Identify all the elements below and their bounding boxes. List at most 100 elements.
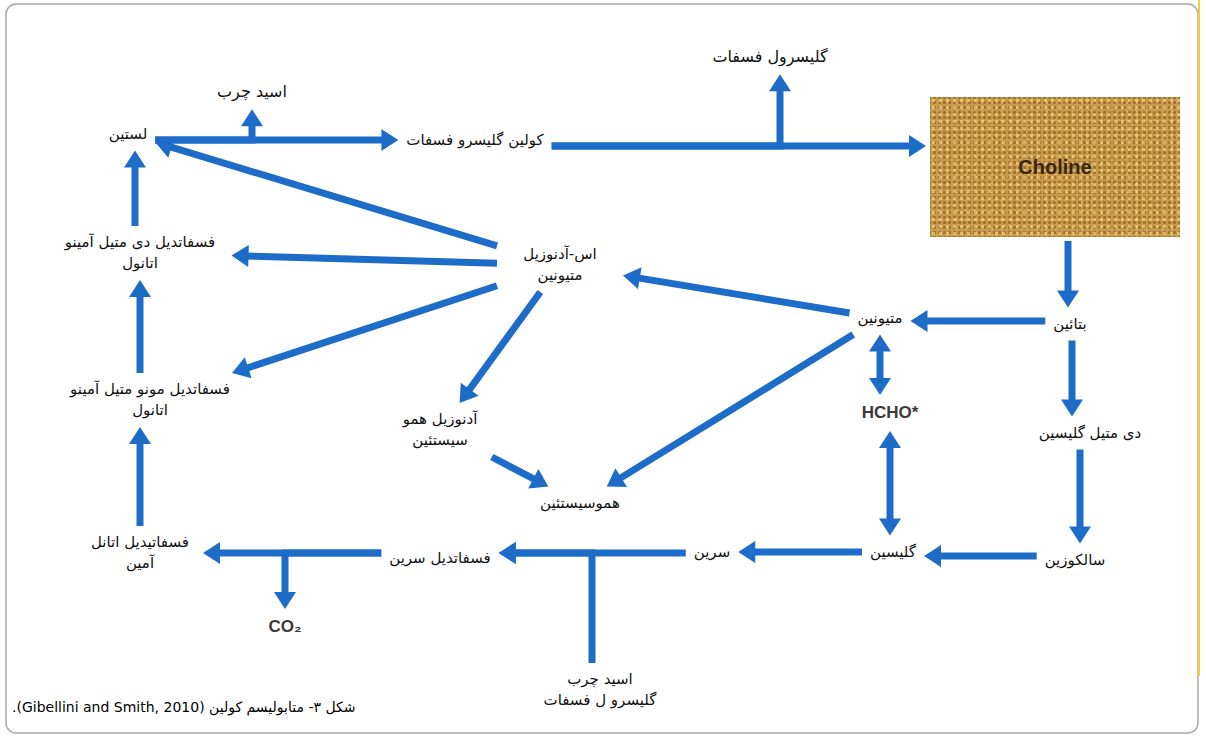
compound-label: HCHO* bbox=[858, 399, 923, 427]
arrow-shaft bbox=[285, 553, 381, 594]
reaction-arrow bbox=[552, 74, 791, 146]
reaction-arrow bbox=[460, 292, 541, 403]
arrow-head bbox=[738, 541, 755, 563]
arrow-head bbox=[869, 335, 891, 352]
arrow-head bbox=[909, 135, 926, 157]
compound-label: گلیسرول فسفات bbox=[708, 44, 831, 70]
arrow-shaft bbox=[468, 292, 540, 391]
arrow-head bbox=[607, 468, 627, 487]
reaction-arrow bbox=[924, 545, 1037, 567]
arrow-head bbox=[769, 74, 791, 91]
frame-border bbox=[6, 4, 1198, 733]
arrow-head bbox=[232, 245, 249, 267]
compound-label: کولین گلیسرو فسفات bbox=[402, 128, 547, 153]
reaction-arrow bbox=[910, 310, 1045, 332]
arrow-shaft bbox=[246, 256, 497, 263]
node-label: لستین bbox=[109, 124, 147, 145]
arrow-head bbox=[124, 151, 146, 168]
node-label: HCHO* bbox=[862, 401, 919, 425]
compound-label: سالکوزین bbox=[1041, 548, 1110, 573]
reaction-arrow bbox=[623, 267, 850, 313]
reaction-arrow bbox=[607, 335, 853, 487]
reaction-arrow bbox=[232, 286, 497, 378]
arrow-head bbox=[869, 378, 891, 395]
arrow-shaft bbox=[514, 553, 592, 663]
node-label: دی متیل گلیسین bbox=[1039, 423, 1141, 444]
arrow-shaft bbox=[877, 350, 884, 381]
node-label: اس-آدنوزیل متیونین bbox=[505, 244, 615, 286]
node-label: سرین bbox=[694, 542, 730, 563]
arrow-shaft bbox=[1077, 450, 1084, 529]
compound-label: گلیسین bbox=[866, 540, 920, 565]
arrow-head bbox=[1069, 527, 1091, 544]
node-label: هموسیستئین bbox=[540, 493, 620, 514]
arrow-head bbox=[381, 129, 398, 151]
compound-label: اسید چرب bbox=[213, 79, 291, 105]
arrow-shaft bbox=[887, 446, 894, 521]
choline-image: Choline bbox=[930, 97, 1180, 237]
node-label: اسید چرب bbox=[217, 81, 287, 103]
arrow-head bbox=[879, 519, 901, 536]
compound-label: فسفاتیدیل اتانل آمین bbox=[81, 530, 199, 576]
arrow-head bbox=[924, 545, 941, 567]
compound-label: CO₂ bbox=[264, 613, 305, 641]
arrow-head bbox=[1061, 400, 1083, 417]
node-label: فسفاتدیل سرین bbox=[389, 548, 491, 569]
compound-label: هموسیستئین bbox=[536, 491, 624, 516]
margin-line bbox=[1198, 0, 1200, 676]
arrow-shaft bbox=[132, 166, 139, 227]
node-label: فسفاتدیل مونو متیل آمینو اتانول bbox=[64, 379, 236, 421]
reaction-arrow bbox=[1061, 341, 1083, 417]
arrow-head bbox=[274, 592, 296, 609]
reaction-arrow bbox=[232, 245, 498, 267]
arrow-head bbox=[499, 542, 516, 564]
arrow-shaft bbox=[552, 89, 780, 146]
arrow-shaft bbox=[246, 286, 497, 369]
arrow-shaft bbox=[939, 553, 1037, 560]
compound-label: اسید چرب گلیسرو ل فسفات bbox=[539, 667, 661, 713]
arrow-shaft bbox=[492, 457, 535, 480]
arrow-head bbox=[528, 469, 548, 489]
arrow-head bbox=[129, 280, 151, 297]
arrow-head bbox=[623, 267, 642, 289]
node-label: Choline bbox=[1018, 153, 1091, 181]
node-label: گلیسین bbox=[870, 542, 916, 563]
reaction-arrow bbox=[738, 541, 862, 563]
arrow-shaft bbox=[1065, 241, 1072, 293]
compound-label: سرین bbox=[690, 540, 734, 565]
arrow-head bbox=[129, 427, 151, 444]
arrow-head bbox=[155, 137, 174, 158]
node-label: اسید چرب گلیسرو ل فسفات bbox=[543, 669, 657, 711]
arrow-shaft bbox=[638, 278, 850, 313]
node-label: متیونین bbox=[858, 308, 903, 329]
reaction-arrow bbox=[129, 427, 151, 526]
compound-label: آدنوزیل همو سیستئین bbox=[378, 407, 503, 453]
compound-label: فسفاتدیل دی متیل آمینو اتانول bbox=[53, 230, 228, 276]
node-label: فسفاتدیل دی متیل آمینو اتانول bbox=[57, 232, 224, 274]
reaction-arrow bbox=[879, 431, 901, 536]
node-label: فسفاتیدیل اتانل آمین bbox=[85, 532, 195, 574]
compound-label: لستین bbox=[105, 122, 151, 147]
reaction-arrow bbox=[492, 457, 549, 488]
compound-label: اس-آدنوزیل متیونین bbox=[501, 242, 619, 288]
reaction-arrow bbox=[1057, 241, 1079, 308]
arrow-head bbox=[241, 109, 263, 126]
figure-caption: شکل ۳- متابولیسم کولین (Gibellini and Sm… bbox=[12, 699, 356, 715]
compound-label: متیونین bbox=[854, 306, 907, 331]
reaction-arrow bbox=[124, 151, 146, 227]
reaction-arrow bbox=[1069, 450, 1091, 544]
reaction-arrow bbox=[155, 109, 263, 140]
node-label: CO₂ bbox=[268, 615, 301, 639]
compound-label: دی متیل گلیسین bbox=[1035, 421, 1145, 446]
arrow-head bbox=[232, 357, 252, 378]
arrow-shaft bbox=[137, 295, 144, 373]
node-label: آدنوزیل همو سیستئین bbox=[382, 409, 499, 451]
arrow-head bbox=[879, 431, 901, 448]
reaction-arrow bbox=[155, 137, 497, 246]
arrow-shaft bbox=[620, 335, 854, 479]
compound-label: فسفاتدیل مونو متیل آمینو اتانول bbox=[60, 377, 240, 423]
node-label: کولین گلیسرو فسفات bbox=[406, 130, 543, 151]
node-label: بتائین bbox=[1053, 314, 1086, 335]
arrow-shaft bbox=[753, 549, 862, 556]
arrow-head bbox=[203, 542, 220, 564]
